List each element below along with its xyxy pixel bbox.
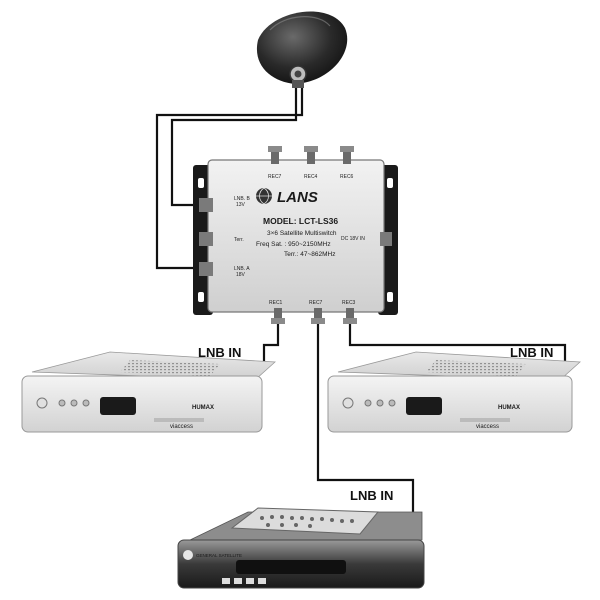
input-label-lnb-b: LNB. B [234, 196, 251, 202]
cables [155, 88, 567, 512]
label-lnb-in-bottom: LNB IN [350, 488, 393, 503]
label-lnb-in-left: LNB IN [198, 345, 241, 360]
receiver-left: HUMAX viaccess [21, 351, 276, 433]
cable-rec1-left-receiver [262, 318, 280, 365]
receiver-right-brand: HUMAX [498, 405, 520, 411]
port-label-bottom-2: REC7 [309, 300, 323, 306]
receiver-right: HUMAX viaccess [327, 351, 581, 433]
bottom-connectors [271, 308, 357, 324]
port-label-top-1: REC7 [268, 174, 282, 180]
top-connectors [268, 146, 354, 164]
input-label-lnb-b-voltage: 13V [236, 202, 246, 208]
input-label-terr: Terr. [234, 237, 244, 243]
model-number: MODEL: LCT-LS36 [263, 216, 338, 226]
receiver-left-model: viaccess [170, 424, 193, 430]
input-label-lnb-a: LNB. A [234, 266, 250, 272]
multiswitch: REC7 REC4 REC6 LNB. B 13V Terr. LNB. A 1… [193, 146, 398, 324]
receiver-left-front [21, 375, 263, 433]
receiver-left-display [100, 397, 136, 415]
cable-dish-lnb-a [155, 88, 304, 270]
receiver-right-front [327, 375, 573, 433]
port-label-bottom-1: REC1 [269, 300, 283, 306]
product-description: 3×6 Satellite Multiswitch [267, 230, 337, 237]
receiver-bottom: GENERAL SATELLITE [177, 507, 425, 589]
cable-dish-lnb-b [170, 88, 298, 207]
side-connectors [199, 198, 392, 276]
receiver-right-display [406, 397, 442, 415]
port-label-bottom-3: REC3 [342, 300, 356, 306]
brand-name: LANS [277, 189, 318, 206]
input-label-lnb-a-voltage: 18V [236, 272, 246, 278]
satellite-dish [256, 11, 348, 88]
power-input-label: DC 18V IN [341, 236, 365, 242]
receiver-bottom-display [236, 560, 346, 574]
label-lnb-in-right: LNB IN [510, 345, 553, 360]
frequency-sat: Freq Sat. : 950~2150MHz [256, 241, 331, 248]
cable-rec7-bottom-receiver [316, 318, 415, 512]
receiver-bottom-brand: GENERAL SATELLITE [196, 553, 242, 558]
lans-logo: LANS [256, 187, 318, 206]
cable-rec3-right-receiver [348, 318, 567, 365]
port-label-top-2: REC4 [304, 174, 318, 180]
remote-control [230, 507, 380, 535]
receiver-right-model: viaccess [476, 424, 499, 430]
dish-reflector [256, 11, 348, 85]
port-label-top-3: REC6 [340, 174, 354, 180]
frequency-terr: Terr.: 47~862MHz [284, 251, 335, 258]
receiver-left-brand: HUMAX [192, 405, 214, 411]
gs-logo-icon [183, 550, 193, 560]
